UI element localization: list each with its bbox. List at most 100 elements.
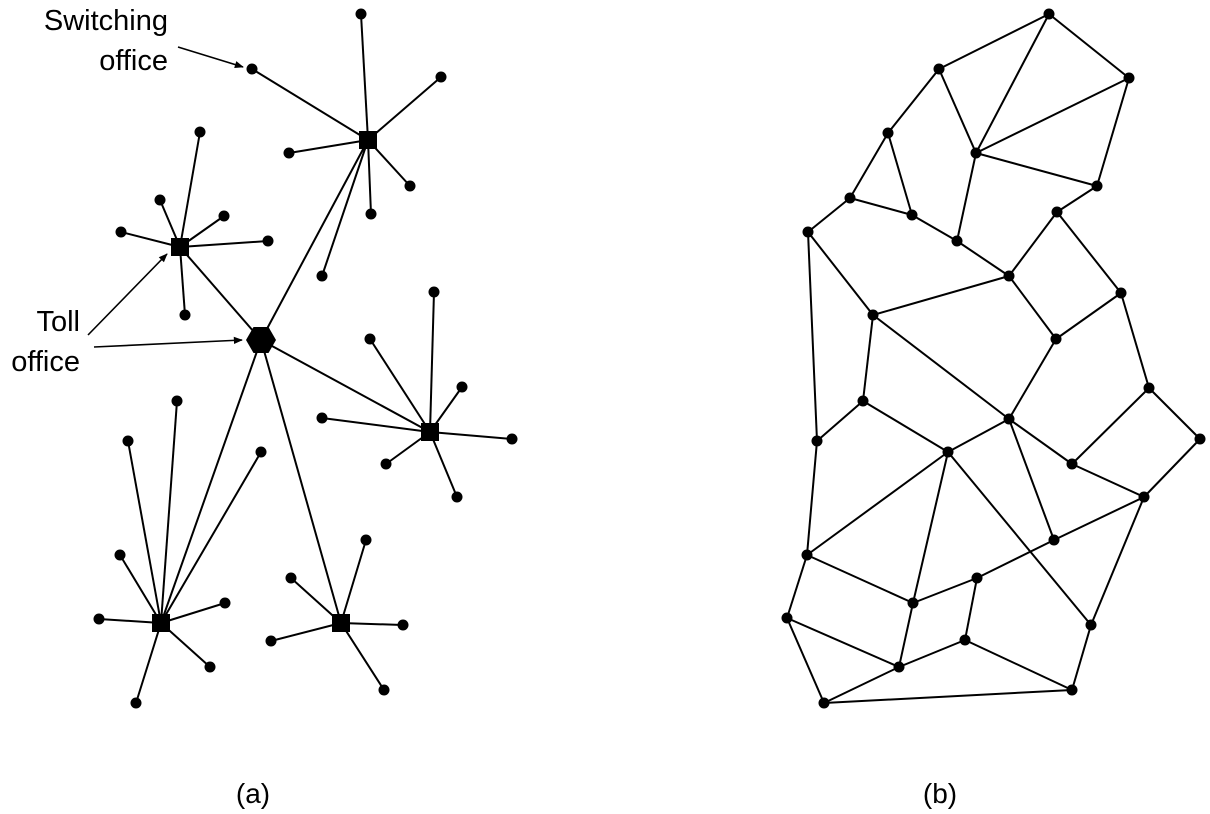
local-loop-line (135, 622, 162, 704)
telephone-node (316, 270, 328, 282)
mesh-node (951, 235, 963, 247)
mesh-node (1003, 413, 1015, 425)
mesh-node (844, 192, 856, 204)
mesh-link-line (1008, 211, 1058, 277)
local-loop-line (127, 440, 162, 624)
mesh-link-line (1055, 292, 1122, 340)
mesh-link-line (1143, 438, 1201, 498)
mesh-link-line (1008, 418, 1055, 541)
mesh-link-line (975, 77, 1130, 154)
local-loop-line (160, 451, 262, 624)
mesh-node (802, 226, 814, 238)
mesh-link-line (806, 440, 818, 556)
telephone-node (365, 208, 377, 220)
mesh-node (867, 309, 879, 321)
mesh-link-line (956, 240, 1010, 277)
mesh-link-line (1120, 292, 1150, 389)
mesh-link-line (807, 197, 851, 233)
telephone-node (114, 549, 126, 561)
local-loop-line (367, 139, 372, 215)
mesh-link-line (1071, 387, 1150, 465)
telephone-node (428, 286, 440, 298)
local-loop-line (179, 240, 269, 248)
mesh-node (959, 634, 971, 646)
telephone-node (218, 210, 230, 222)
caption-b: (b) (923, 778, 957, 809)
mesh-link-line (912, 577, 978, 604)
telephone-node (456, 381, 468, 393)
mesh-link-line (1008, 418, 1073, 465)
mesh-node (1003, 270, 1015, 282)
telephone-node (130, 697, 142, 709)
switching-office-node (171, 238, 189, 256)
telephone-node (397, 619, 409, 631)
local-loop-line (160, 602, 226, 624)
toll-office-arrow-to-switch (87, 253, 168, 336)
mesh-node (1194, 433, 1206, 445)
mesh-node (1085, 619, 1097, 631)
mesh-link-line (887, 68, 940, 134)
mesh-node (1123, 72, 1135, 84)
telephone-node (506, 433, 518, 445)
mesh-node (811, 435, 823, 447)
switching-office-label-line1: Switching (44, 5, 168, 37)
mesh-link-line (806, 554, 914, 604)
mesh-link-line (872, 314, 1010, 420)
telephone-node (360, 534, 372, 546)
mesh-link-line (1071, 624, 1092, 691)
switching-office-node (332, 614, 350, 632)
mesh-node (893, 661, 905, 673)
toll-office-arrow-to-toll (93, 336, 243, 348)
mesh-link-line (975, 152, 1098, 187)
local-loop-line (367, 76, 442, 141)
mesh-link-line (911, 214, 958, 242)
mesh-link-line (947, 451, 1092, 626)
mesh-link-line (807, 231, 874, 316)
local-loop-line (360, 13, 369, 141)
mesh-link-line (938, 68, 977, 154)
local-loop-line (160, 400, 178, 624)
mesh-link-line (1048, 13, 1130, 79)
switching-office-node (152, 614, 170, 632)
mesh-link-line (975, 13, 1050, 154)
trunk-line (260, 139, 369, 341)
mesh-link-line (1008, 338, 1057, 420)
trunk-line (260, 339, 431, 433)
mesh-link-line (1148, 387, 1201, 440)
mesh-link-line (898, 639, 966, 668)
mesh-node (818, 697, 830, 709)
mesh-node (781, 612, 793, 624)
mesh-node (907, 597, 919, 609)
telephone-node (171, 395, 183, 407)
telephone-node (154, 194, 166, 206)
mesh-node (1138, 491, 1150, 503)
mesh-link-line (823, 689, 1073, 704)
mesh-link-line (786, 554, 808, 619)
mesh-link-line (1008, 275, 1057, 340)
mesh-node (1066, 684, 1078, 696)
mesh-node (1051, 206, 1063, 218)
mesh-node (801, 549, 813, 561)
local-loop-line (340, 539, 367, 624)
telephone-node (194, 126, 206, 138)
mesh-link-line (807, 231, 818, 442)
telephone-node (262, 235, 274, 247)
telephone-node (435, 71, 447, 83)
telephone-node (316, 412, 328, 424)
mesh-link-line (786, 617, 900, 668)
mesh-link-line (823, 666, 900, 704)
mesh-node (970, 147, 982, 159)
telephone-node (179, 309, 191, 321)
local-loop-line (340, 622, 385, 691)
mesh-network-diagram (781, 8, 1206, 709)
mesh-link-line (1090, 496, 1145, 626)
mesh-node (857, 395, 869, 407)
mesh-link-line (1056, 211, 1122, 294)
mesh-node (882, 127, 894, 139)
local-loop-line (98, 618, 162, 624)
local-loop-line (321, 139, 369, 277)
mesh-node (1066, 458, 1078, 470)
local-loop-line (340, 622, 404, 626)
mesh-link-line (786, 617, 825, 704)
mesh-link-line (912, 451, 949, 604)
